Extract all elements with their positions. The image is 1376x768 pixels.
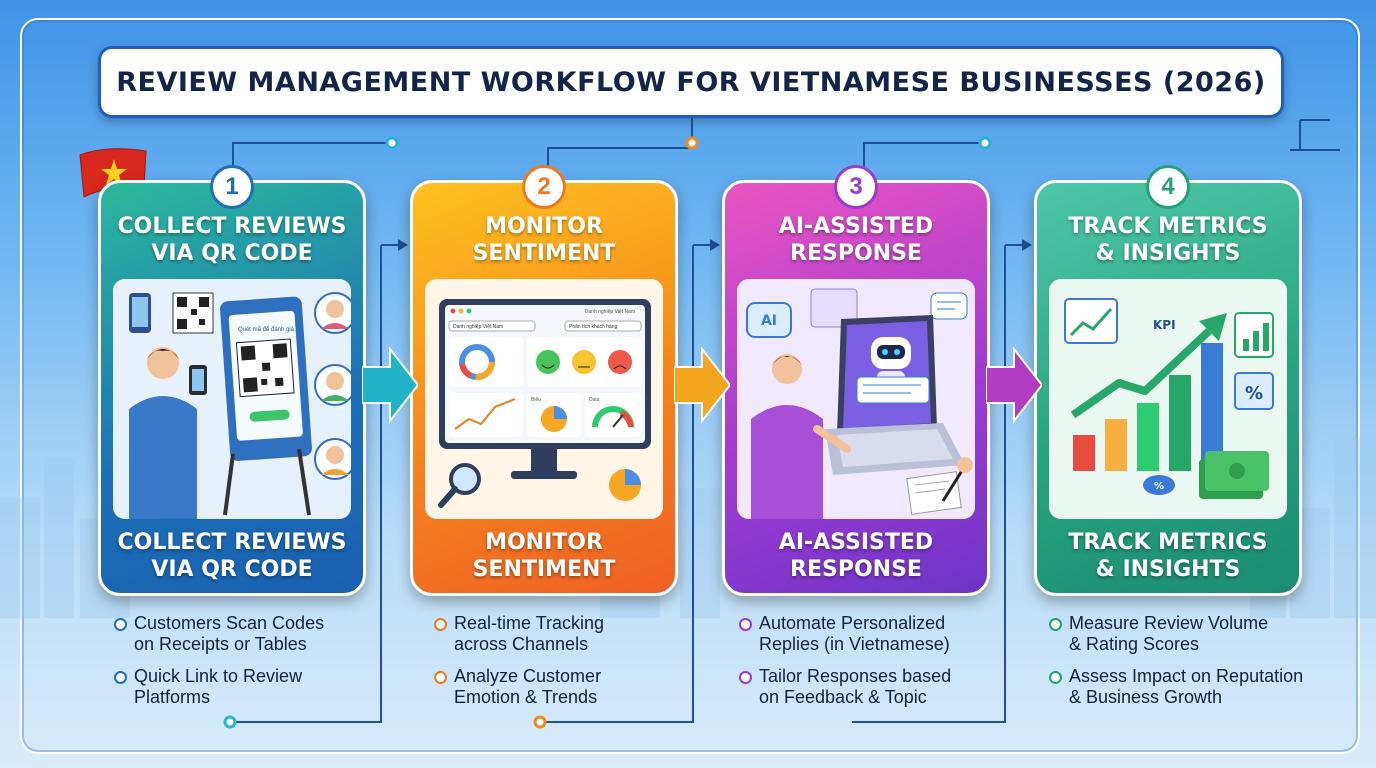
svg-text:Biểu: Biểu — [531, 396, 541, 403]
flow-arrow-1 — [362, 346, 418, 424]
step-number: 4 — [1146, 165, 1190, 209]
svg-text:Quét mã để đánh giá: Quét mã để đánh giá — [238, 326, 295, 333]
qr-code-icon — [172, 292, 214, 334]
qr-scan-illustration: Quét mã để đánh giá — [113, 279, 351, 519]
page-title: REVIEW MANAGEMENT WORKFLOW FOR VIETNAMES… — [116, 66, 1266, 98]
svg-text:Phân tích khách hàng: Phân tích khách hàng — [569, 324, 618, 330]
step-number: 2 — [522, 165, 566, 209]
svg-text:%: % — [1154, 481, 1164, 492]
dashboard-illustration: Danh nghiệp Việt Nam Danh nghiệp Việt Na… — [425, 279, 663, 519]
kpi-chart-icon: KPI % % — [1049, 279, 1287, 519]
step4-bullets: Measure Review Volume& Rating Scores Ass… — [1047, 613, 1347, 719]
step-heading: TRACK METRICS& INSIGHTS — [1068, 214, 1268, 266]
list-item: Assess Impact on Reputation& Business Gr… — [1047, 666, 1347, 708]
flow-arrow-3 — [986, 346, 1042, 424]
step-number: 1 — [210, 165, 254, 209]
flow-arrow-2 — [674, 346, 730, 424]
list-item: Measure Review Volume& Rating Scores — [1047, 613, 1347, 655]
step-card-metrics: 4 TRACK METRICS& INSIGHTS KPI % % — [1034, 165, 1302, 596]
ai-laptop-illustration: AI — [737, 279, 975, 519]
svg-text:Data: Data — [589, 397, 600, 403]
outer-frame — [20, 18, 1360, 754]
magnifier-icon — [438, 463, 481, 508]
svg-text:%: % — [1245, 383, 1263, 404]
svg-text:Danh nghiệp Việt Nam: Danh nghiệp Việt Nam — [453, 324, 503, 330]
step-number: 3 — [834, 165, 878, 209]
money-stack-icon — [1199, 451, 1269, 499]
step-footer-label: TRACK METRICS& INSIGHTS — [1068, 530, 1268, 582]
svg-text:Danh nghiệp Việt Nam: Danh nghiệp Việt Nam — [585, 309, 635, 315]
title-banner: REVIEW MANAGEMENT WORKFLOW FOR VIETNAMES… — [98, 46, 1284, 118]
svg-text:AI: AI — [761, 313, 777, 329]
svg-text:KPI: KPI — [1153, 318, 1176, 332]
